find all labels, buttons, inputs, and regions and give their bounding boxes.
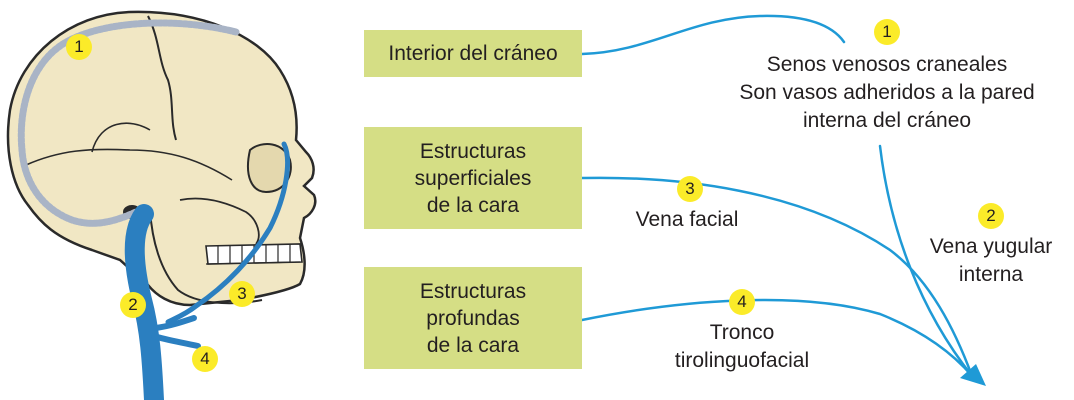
label-badge-2: 2	[978, 203, 1004, 229]
box-profundas-line-1: Estructuras	[419, 279, 527, 303]
box-profundas-line-2: profundas	[426, 306, 520, 330]
arrow-superficial	[580, 176, 974, 378]
skull-badge-1: 1	[66, 34, 92, 60]
label-badge-1: 1	[874, 19, 900, 45]
tronco-line-2: tirolinguofacial	[674, 349, 810, 372]
box-interior-craneo: Interior del cráneo	[364, 30, 582, 77]
box-estructuras-profundas: Estructuras profundas de la cara	[364, 267, 582, 369]
label-vena-yugular: Vena yugular interna	[904, 233, 1074, 289]
skull-illustration	[6, 10, 317, 400]
arrow-profundas	[580, 298, 974, 378]
arrowhead	[960, 364, 986, 386]
box-superficial-line-2: superficiales	[414, 166, 532, 190]
arrow-interior	[580, 14, 846, 56]
senos-line-1: Senos venosos craneales	[766, 53, 1008, 76]
box-profundas-line-3: de la cara	[426, 333, 520, 357]
tronco-line-1: Tronco	[709, 321, 775, 344]
box-superficial-line-3: de la cara	[426, 193, 520, 217]
yugular-line-2: interna	[958, 263, 1024, 286]
skull-badge-2: 2	[120, 292, 146, 318]
label-tronco: Tronco tirolinguofacial	[652, 319, 832, 375]
label-senos-venosos: Senos venosos craneales Son vasos adheri…	[710, 51, 1064, 135]
skull-badge-3: 3	[229, 281, 255, 307]
senos-line-3: interna del cráneo	[802, 109, 972, 132]
label-badge-4: 4	[729, 289, 755, 315]
box-estructuras-superficiales: Estructuras superficiales de la cara	[364, 127, 582, 229]
label-vena-facial: Vena facial	[612, 206, 762, 234]
label-badge-3: 3	[677, 176, 703, 202]
facial-line-1: Vena facial	[635, 208, 739, 231]
yugular-line-1: Vena yugular	[929, 235, 1053, 258]
box-interior-line-1: Interior del cráneo	[388, 42, 558, 65]
skull-badge-4: 4	[192, 346, 218, 372]
box-superficial-line-1: Estructuras	[419, 139, 527, 163]
senos-line-2: Son vasos adheridos a la pared	[739, 81, 1035, 104]
